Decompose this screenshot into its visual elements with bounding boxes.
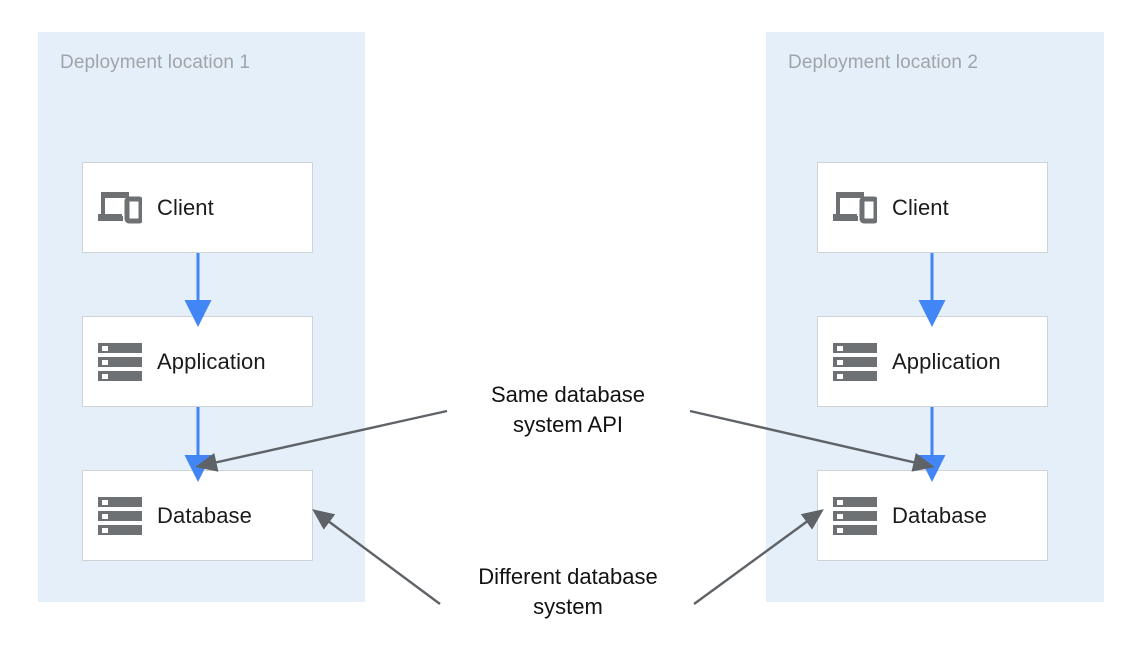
node-application-1-label: Application bbox=[157, 348, 266, 374]
devices-icon bbox=[818, 190, 892, 226]
annotation-different-database-system: Different database system bbox=[478, 564, 658, 619]
node-application-2-label: Application bbox=[892, 348, 1001, 374]
node-client-1-label: Client bbox=[157, 194, 214, 220]
annotation-same-database-system-api: Same database system API bbox=[490, 382, 646, 437]
server-icon bbox=[818, 496, 892, 536]
zone-1-title: Deployment location 1 bbox=[60, 52, 251, 73]
node-database-2-label: Database bbox=[892, 502, 987, 528]
node-client-2-label: Client bbox=[892, 194, 949, 220]
server-icon bbox=[83, 496, 157, 536]
node-client-1[interactable]: Client bbox=[82, 162, 313, 253]
node-database-2[interactable]: Database bbox=[817, 470, 1048, 561]
node-client-2[interactable]: Client bbox=[817, 162, 1048, 253]
server-icon bbox=[818, 342, 892, 382]
server-icon bbox=[83, 342, 157, 382]
node-application-2[interactable]: Application bbox=[817, 316, 1048, 407]
node-application-1[interactable]: Application bbox=[82, 316, 313, 407]
node-database-1[interactable]: Database bbox=[82, 470, 313, 561]
devices-icon bbox=[83, 190, 157, 226]
zone-2-title: Deployment location 2 bbox=[788, 52, 979, 73]
node-database-1-label: Database bbox=[157, 502, 252, 528]
